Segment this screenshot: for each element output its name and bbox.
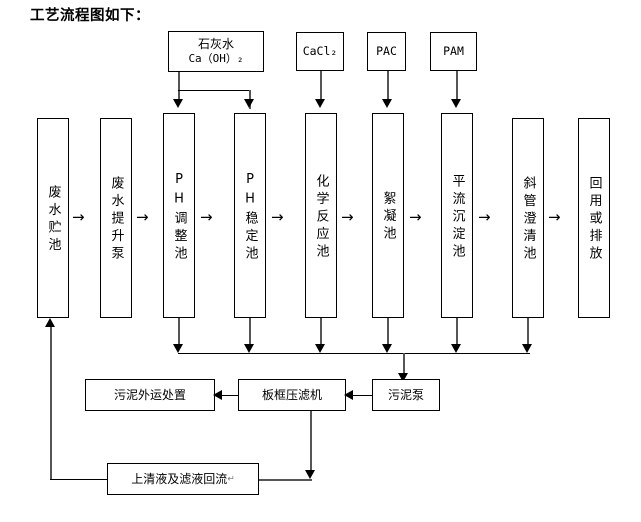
flow-arrow-2: → bbox=[136, 208, 149, 226]
lime-feed-arrowhead-2 bbox=[244, 99, 254, 108]
pump-to-press-arrowhead bbox=[344, 390, 353, 400]
sludge-drop-flocculation bbox=[387, 318, 389, 347]
flow-arrow-5: → bbox=[341, 208, 354, 226]
chemical-reaction-tank-label: 化学反应池 bbox=[313, 173, 329, 262]
return-box-supernatant-filtrate: 上清液及滤液回流↵ bbox=[107, 463, 259, 495]
sludge-box-plate-frame-filter-press: 板框压滤机 bbox=[238, 379, 346, 411]
recycle-arrowhead bbox=[45, 318, 55, 327]
sludge-drop-ph-stabilization bbox=[249, 318, 251, 347]
flocculation-tank-label: 絮凝池 bbox=[380, 191, 396, 244]
flow-arrow-1: → bbox=[72, 208, 85, 226]
calcium-chloride-label: CaCl₂ bbox=[302, 43, 338, 58]
process-box-ph-adjustment-tank: PH调整池 bbox=[163, 113, 195, 318]
process-box-horizontal-flow-sedimentation-tank: 平流沉淀池 bbox=[441, 113, 473, 318]
wastewater-lift-pump-label: 废水提升泵 bbox=[108, 176, 124, 264]
process-box-wastewater-lift-pump: 废水提升泵 bbox=[100, 118, 132, 318]
pump-to-press-line bbox=[346, 395, 372, 396]
sludge-pump-label: 污泥泵 bbox=[387, 387, 424, 402]
lime-water-formula: Ca（OH）₂ bbox=[188, 52, 244, 66]
sludge-drop-arrowhead-3 bbox=[315, 344, 325, 353]
page-title: 工艺流程图如下： bbox=[30, 7, 150, 24]
flow-arrow-6: → bbox=[409, 208, 422, 226]
chemical-box-pac: PAC bbox=[367, 32, 406, 71]
pam-feed-line bbox=[456, 71, 458, 101]
lime-feed-stem bbox=[178, 72, 180, 100]
inclined-tube-clarifier-label: 斜管澄清池 bbox=[520, 176, 536, 264]
sludge-collector-manifold bbox=[178, 353, 530, 354]
sludge-drop-arrowhead-4 bbox=[382, 344, 392, 353]
cacl2-feed-line bbox=[320, 71, 322, 101]
sludge-drop-arrowhead-1 bbox=[173, 344, 183, 353]
chemical-box-pam: PAM bbox=[430, 32, 477, 71]
filtrate-down-line bbox=[310, 411, 312, 473]
lime-water-label-line1: 石灰水 bbox=[197, 36, 234, 51]
sludge-drop-chemical-reaction bbox=[320, 318, 322, 347]
flow-arrow-7: → bbox=[478, 208, 491, 226]
ph-adjustment-tank-label: PH调整池 bbox=[171, 171, 187, 264]
horizontal-flow-sedimentation-tank-label: 平流沉淀池 bbox=[449, 173, 465, 262]
pam-feed-arrowhead bbox=[451, 99, 461, 108]
paragraph-mark: ↵ bbox=[227, 474, 235, 485]
reuse-or-discharge-label: 回用或排放 bbox=[586, 176, 602, 264]
flow-arrow-3: → bbox=[200, 208, 213, 226]
sludge-drop-ph-adjustment bbox=[178, 318, 180, 347]
cacl2-feed-arrowhead bbox=[315, 99, 325, 108]
process-box-reuse-or-discharge: 回用或排放 bbox=[578, 118, 610, 318]
process-box-flocculation-tank: 絮凝池 bbox=[372, 113, 404, 318]
pac-label: PAC bbox=[376, 43, 397, 58]
pac-feed-line bbox=[387, 71, 389, 101]
sludge-offsite-disposal-label: 污泥外运处置 bbox=[113, 387, 186, 402]
press-to-disposal-arrowhead bbox=[213, 390, 222, 400]
sludge-pump-feed-arrowhead bbox=[398, 373, 408, 382]
sludge-box-sludge-pump: 污泥泵 bbox=[372, 379, 440, 411]
sludge-drop-arrowhead-6 bbox=[522, 344, 532, 353]
flow-arrow-8: → bbox=[548, 208, 561, 226]
process-box-chemical-reaction-tank: 化学反应池 bbox=[305, 113, 337, 318]
sludge-drop-clarifier bbox=[527, 318, 529, 347]
process-box-inclined-tube-clarifier: 斜管澄清池 bbox=[512, 118, 544, 318]
filtrate-down-arrowhead bbox=[305, 470, 315, 479]
supernatant-filtrate-return-label: 上清液及滤液回流 bbox=[131, 471, 228, 486]
ph-stabilization-tank-label: PH稳定池 bbox=[242, 171, 258, 264]
recycle-horizontal-line bbox=[50, 479, 107, 480]
lime-feed-arrowhead-1 bbox=[173, 99, 183, 108]
pac-feed-arrowhead bbox=[382, 99, 392, 108]
plate-frame-filter-press-label: 板框压滤机 bbox=[261, 387, 322, 402]
sludge-drop-sedimentation bbox=[456, 318, 458, 347]
sludge-pump-feed-line bbox=[403, 353, 405, 376]
lime-feed-split bbox=[178, 90, 250, 91]
chemical-box-calcium-chloride: CaCl₂ bbox=[296, 32, 344, 71]
flow-arrow-4: → bbox=[271, 208, 284, 226]
process-box-ph-stabilization-tank: PH稳定池 bbox=[234, 113, 266, 318]
sludge-drop-arrowhead-2 bbox=[244, 344, 254, 353]
wastewater-storage-tank-label: 废水贮池 bbox=[45, 185, 61, 255]
chemical-box-lime-water: 石灰水 Ca（OH）₂ bbox=[168, 31, 264, 72]
recycle-vertical-line bbox=[50, 326, 52, 479]
press-to-disposal-line bbox=[215, 395, 238, 396]
pam-label: PAM bbox=[443, 43, 464, 58]
filtrate-to-return-box-line bbox=[258, 479, 312, 481]
sludge-box-offsite-disposal: 污泥外运处置 bbox=[85, 379, 215, 411]
process-box-wastewater-storage-tank: 废水贮池 bbox=[37, 118, 69, 318]
sludge-drop-arrowhead-5 bbox=[451, 344, 461, 353]
